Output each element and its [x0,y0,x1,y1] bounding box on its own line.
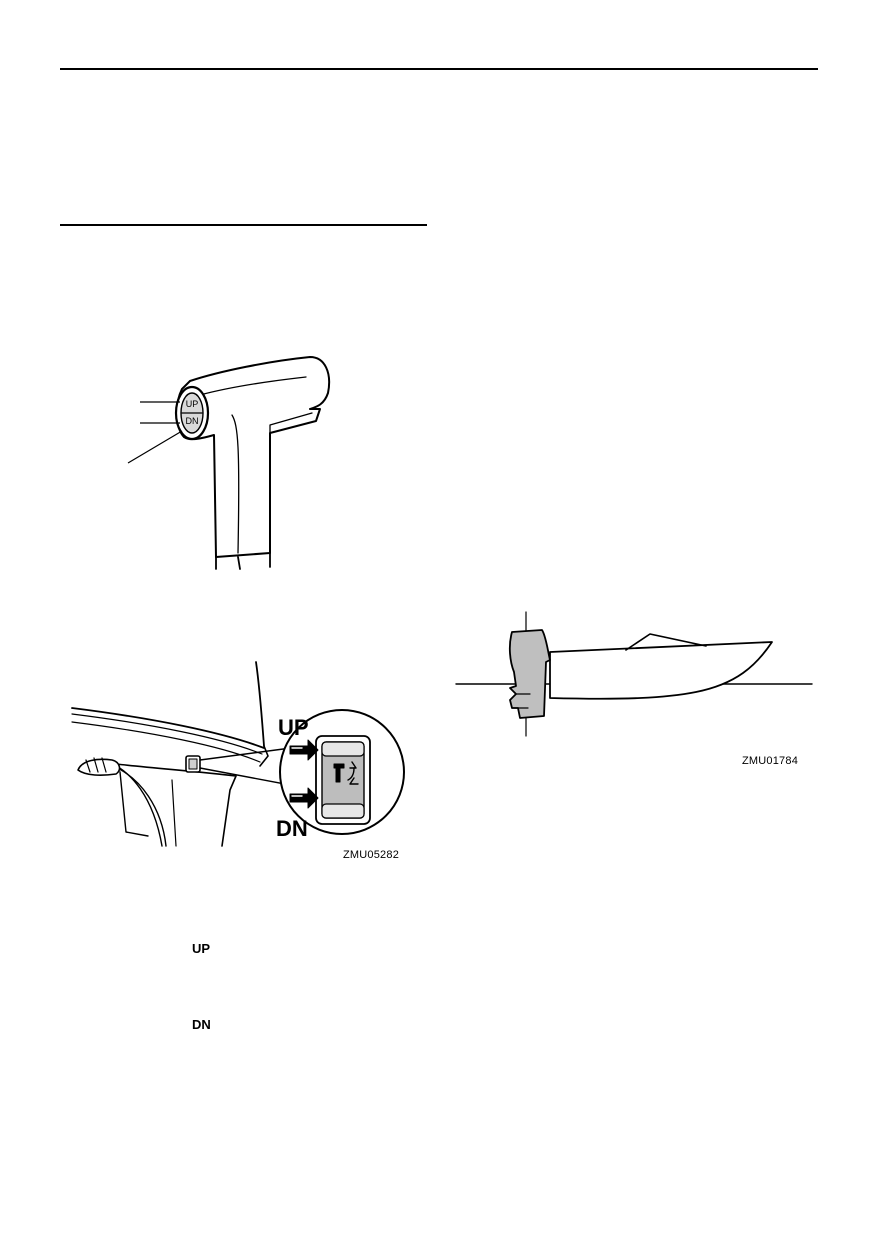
leader-line-switch [127,430,183,464]
boat-trim-figure [455,611,813,737]
handle-up-text: UP [186,399,199,409]
header-rule [60,68,818,70]
cowling-up-label: UP [278,715,309,740]
dn-label: DN [192,1017,211,1032]
section-rule [60,224,427,226]
figure-code-zmu01784: ZMU01784 [742,755,799,767]
tiller-handle-figure: UP DN [127,356,330,570]
cowling-switch-figure: UP DN [71,661,405,847]
cowling-dn-label: DN [276,816,308,841]
handle-dn-text: DN [186,416,199,426]
figure-code-zmu05282: ZMU05282 [343,849,400,861]
up-label: UP [192,941,211,956]
